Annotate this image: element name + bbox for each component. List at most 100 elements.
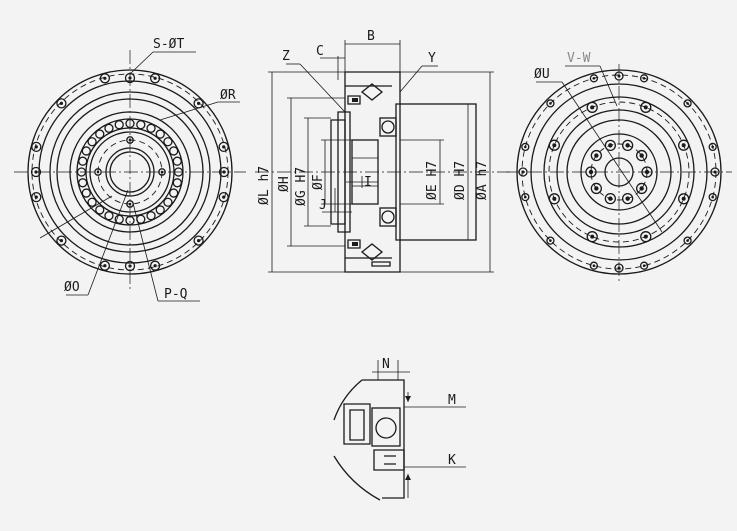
left-front-view: S-ØT ØR ØO P-Q [14, 37, 246, 302]
inner-hole-center [639, 186, 644, 191]
roller [78, 156, 88, 166]
label-d: ØD H7 [453, 161, 468, 200]
roller [125, 118, 135, 129]
roller [114, 120, 124, 130]
roller [81, 146, 91, 156]
label-p-q: P-Q [164, 287, 188, 302]
label-c: C [316, 44, 324, 59]
inner-hole [641, 166, 653, 178]
roller [87, 137, 97, 147]
outer-hole-center [686, 102, 689, 105]
tap-hole [94, 168, 102, 176]
roller [76, 167, 87, 177]
label-j: J [319, 198, 327, 213]
bolt-hole-center [103, 76, 107, 80]
bolt-hole-center [617, 266, 621, 270]
label-s-t: S-ØT [153, 37, 184, 52]
roller [104, 123, 114, 133]
tap-hole-center [160, 170, 164, 174]
inner-hole [622, 139, 634, 152]
inner-hole-center [594, 186, 599, 191]
label-f: ØF [311, 174, 326, 190]
roller [155, 129, 165, 139]
bolt-hole [149, 73, 161, 84]
inner-hole [636, 182, 648, 195]
inner-hole [604, 192, 616, 205]
roller [125, 215, 135, 226]
bolt-hole [56, 235, 67, 246]
bearing-rollers [76, 118, 184, 226]
bolt-hole-center [59, 238, 64, 243]
inner-hole-center [639, 153, 644, 158]
bolt-hole-center [552, 143, 557, 148]
inner-hole [590, 182, 602, 195]
roller [104, 211, 114, 221]
outer-hole-center [642, 77, 646, 80]
label-o: ØO [64, 280, 80, 295]
bolt-hole [99, 260, 111, 271]
bolt-hole [30, 166, 42, 178]
label-n: N [382, 357, 390, 372]
label-e: ØE H7 [425, 161, 440, 200]
outer-hole [546, 236, 555, 245]
outer-hole-center [524, 195, 527, 199]
bolt-hole-center [222, 195, 226, 199]
label-g: ØG H7 [294, 167, 309, 206]
bolt-hole [548, 193, 560, 205]
bolt-hole-center [59, 101, 64, 106]
bolt-hole [640, 101, 652, 113]
center-section-view: B C Z Y ØL h7 ØH ØG H7 ØF J I ØE H7 ØD H… [255, 29, 510, 273]
bolt-hole-center [521, 170, 525, 174]
roller [146, 211, 156, 221]
bolt-hole [218, 141, 229, 153]
roller [87, 197, 97, 207]
bolt-hole [99, 73, 111, 84]
tap-hole-center [128, 138, 132, 142]
bolt-hole-center [34, 195, 38, 199]
bolt-hole [640, 231, 652, 243]
inner-hole-center [594, 153, 599, 158]
bolt-hole [124, 260, 136, 272]
roller [163, 137, 173, 147]
inner-hole-center [625, 196, 630, 201]
bolt-hole-center [617, 74, 621, 78]
bolt-hole-center [196, 101, 201, 106]
outer-hole-center [711, 195, 714, 199]
inner-hole-center [625, 143, 630, 148]
inner-hole [604, 139, 616, 152]
bolt-hole-center [643, 234, 648, 239]
right-rear-view: ØU V-W [506, 51, 732, 284]
outer-hole-center [711, 145, 714, 149]
label-z: Z [282, 49, 290, 64]
label-v-w: V-W [567, 51, 591, 66]
outer-hole [683, 99, 692, 108]
bolt-hole-center [128, 76, 132, 80]
outer-hole-center [549, 102, 552, 105]
bolt-hole [56, 98, 67, 109]
outer-hole-center [592, 264, 596, 267]
outer-hole-center [642, 264, 646, 267]
roller [95, 205, 105, 215]
outer-hole [708, 142, 717, 152]
bolt-hole [149, 260, 161, 271]
bolt-hole [678, 193, 690, 205]
outer-hole-center [592, 77, 596, 80]
tap-hole [126, 136, 134, 144]
outer-hole-center [686, 239, 689, 242]
roller [114, 214, 124, 224]
bolt-hole-center [34, 170, 38, 174]
outer-hole [589, 261, 599, 270]
label-u: ØU [534, 67, 550, 82]
bolt-hole-center [128, 264, 132, 268]
bolt-hole [548, 139, 560, 151]
tap-hole [158, 168, 166, 176]
bolt-hole-center [222, 145, 226, 149]
bolt-hole-center [34, 145, 38, 149]
roller [173, 167, 184, 177]
roller [172, 156, 182, 166]
roller [155, 205, 165, 215]
tap-hole-center [96, 170, 100, 174]
outer-hole [521, 192, 530, 202]
inner-hole [585, 166, 597, 178]
